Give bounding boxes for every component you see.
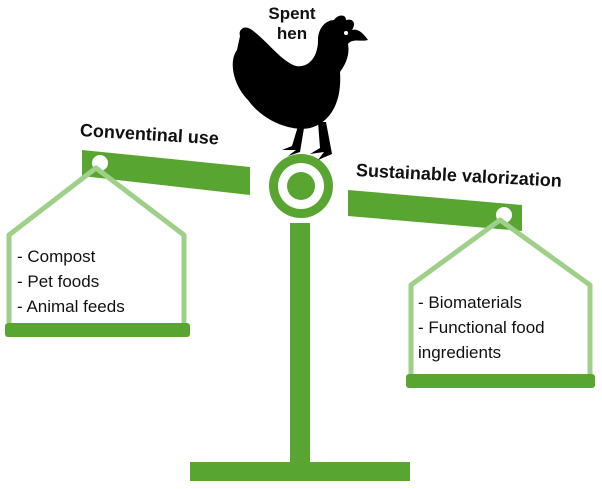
list-item: - Functional food	[418, 318, 545, 337]
scale-pivot-center	[287, 172, 315, 200]
diagram-title: Spent hen	[252, 4, 332, 44]
left-pan-hanger	[6, 165, 187, 323]
list-item: - Pet foods	[17, 272, 100, 291]
hen-eye	[344, 31, 348, 35]
list-item: - Animal feeds	[17, 297, 125, 316]
left-pan	[5, 323, 190, 337]
scale-beam-left	[82, 150, 250, 195]
right-pan	[406, 374, 595, 388]
list-item: ingredients	[418, 343, 502, 362]
scale-column	[290, 223, 310, 465]
right-pan-list: - Biomaterials - Functional food ingredi…	[418, 290, 545, 365]
scale-base	[190, 462, 410, 481]
left-pan-list: - Compost - Pet foods - Animal feeds	[17, 244, 125, 319]
hen-icon	[232, 15, 368, 160]
title-line-2: hen	[276, 24, 308, 43]
list-item: - Biomaterials	[418, 293, 522, 312]
title-line-1: Spent	[268, 4, 316, 23]
list-item: - Compost	[17, 247, 96, 266]
right-pan-hanger	[408, 217, 593, 374]
scale-beam-right	[348, 190, 522, 231]
